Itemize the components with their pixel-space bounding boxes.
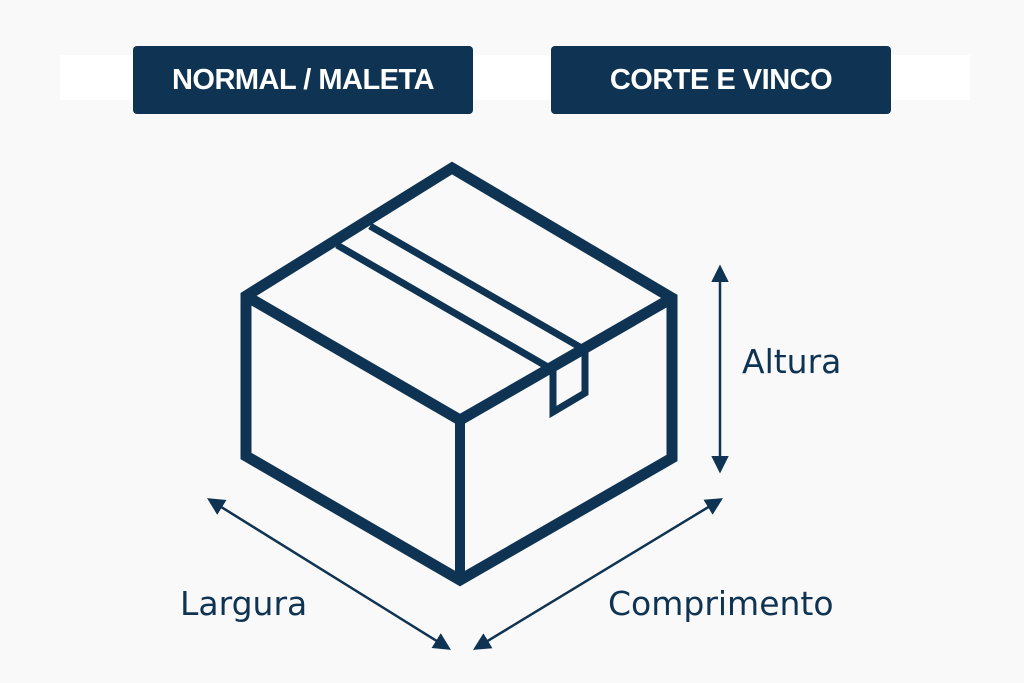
largura-label: Largura [180,584,308,623]
box-icon [240,161,678,587]
largura-arrow [207,498,451,650]
comprimento-arrow [473,498,723,650]
corte-e-vinco-label: CORTE E VINCO [609,63,833,96]
corte-e-vinco-button[interactable]: CORTE E VINCO [551,46,891,114]
normal-maleta-label: NORMAL / MALETA [171,63,435,96]
altura-label: Altura [742,342,842,381]
comprimento-label: Comprimento [608,584,834,623]
normal-maleta-button[interactable]: NORMAL / MALETA [133,46,473,114]
